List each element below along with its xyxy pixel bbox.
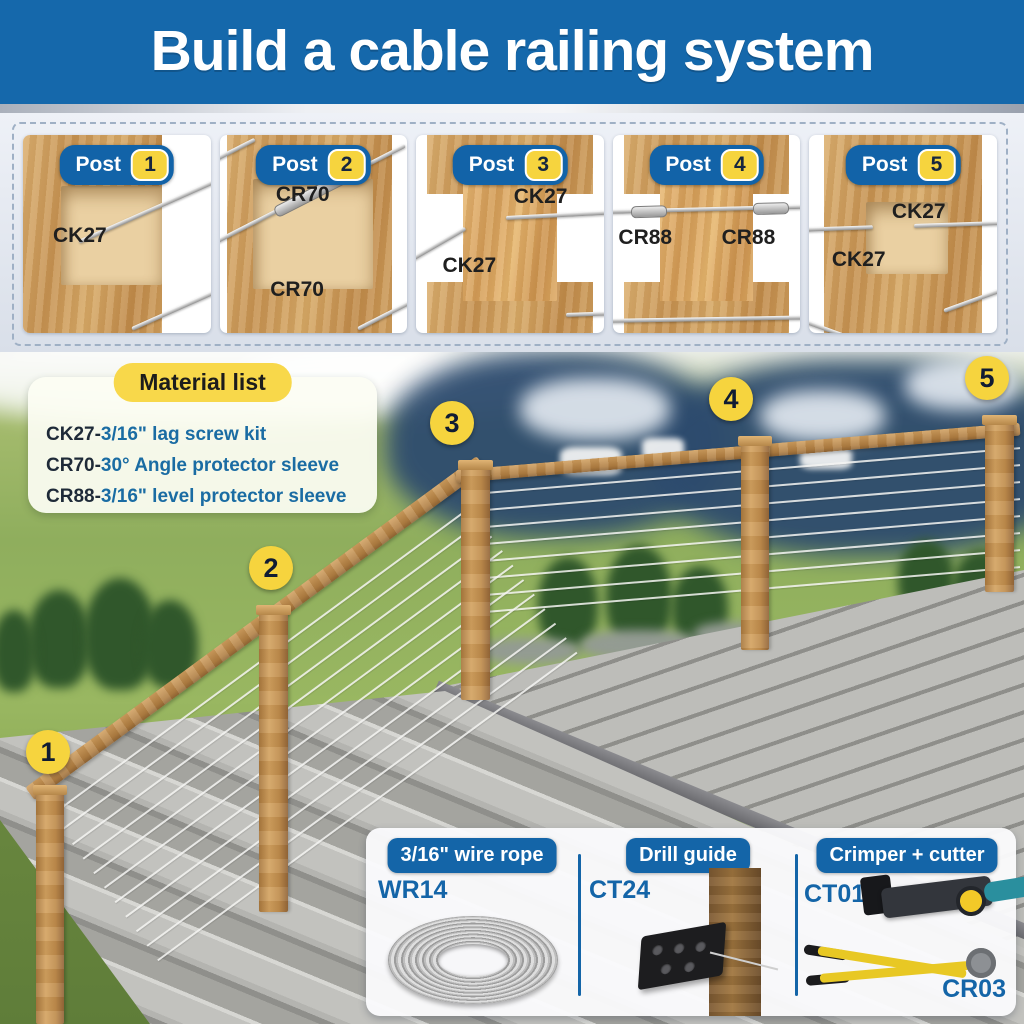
wood-post-middle: [463, 166, 557, 302]
post-badge-4: Post 4: [649, 145, 764, 185]
wood-notch: [60, 186, 162, 286]
tree: [0, 610, 36, 692]
wood-post-middle: [659, 166, 754, 302]
post-badge-1: Post 1: [59, 145, 175, 185]
part-code-label: CK27: [891, 200, 946, 224]
railing-post-1: [33, 785, 67, 1024]
post-badge-2: Post 2: [256, 145, 371, 185]
tree: [28, 590, 90, 688]
product-panel: 3/16" wire rope WR14 Drill guide CT24: [366, 828, 1024, 1016]
post-badge-label: Post: [468, 153, 515, 176]
part-code-label: CK27: [53, 224, 107, 248]
post-card-3: Post 3 CK27 CK27: [416, 135, 604, 333]
post-diagrams-section: Post 1 CK27 Post 2 CR70 CR70: [0, 113, 1024, 352]
divider-strip: [0, 104, 1024, 113]
product-header: Drill guide: [626, 838, 750, 873]
guide-hole: [694, 939, 707, 953]
product-drill-guide: Drill guide CT24: [581, 828, 795, 1016]
product-crimper-cutter: Crimper + cutter CT01 CR03: [798, 828, 1024, 1016]
guide-hole: [673, 941, 685, 955]
product-code: WR14: [378, 876, 448, 904]
material-desc: 3/16" level protector sleeve: [100, 486, 347, 507]
material-desc: 30° Angle protector sleeve: [100, 455, 340, 476]
guide-hole: [651, 943, 664, 957]
post-badge-label: Post: [272, 153, 318, 176]
product-header: Crimper + cutter: [816, 838, 998, 873]
material-code: CR88-: [46, 486, 101, 507]
panel-divider: [795, 854, 798, 996]
post-badge-5: Post 5: [845, 145, 961, 185]
part-code-label: CR88: [618, 226, 673, 250]
step-number-badge-1: 1: [26, 730, 70, 774]
deck-photo-scene: 1 2 3 4 5 Material list CK27-3/16" lag s…: [0, 352, 1024, 1024]
material-list-item: CR88-3/16" level protector sleeve: [46, 481, 369, 512]
post-badge-number: 5: [917, 149, 956, 181]
post-cap: [458, 460, 493, 470]
product-code: CR03: [942, 975, 1006, 1003]
part-code-label: CK27: [513, 184, 568, 208]
railing-post-4: [738, 436, 772, 650]
material-list-item: CK27-3/16" lag screw kit: [46, 419, 369, 450]
post-card-2: Post 2 CR70 CR70: [219, 135, 408, 333]
post-badge-label: Post: [665, 153, 711, 176]
part-code-label: CK27: [831, 247, 886, 271]
cable-rod: [566, 311, 604, 318]
step-number-badge-4: 4: [709, 377, 753, 421]
material-list-title: Material list: [113, 363, 292, 402]
product-header: 3/16" wire rope: [387, 838, 557, 873]
part-code-label: CK27: [442, 253, 497, 277]
post-card-4: Post 4 CR88 CR88: [612, 135, 801, 333]
post-badge-label: Post: [861, 153, 908, 176]
material-desc: 3/16" lag screw kit: [100, 424, 267, 445]
post-badge-number: 3: [524, 149, 563, 181]
wire-rope-coil-image: [388, 916, 558, 1004]
part-code-label: CR88: [721, 226, 776, 250]
post-badge-number: 1: [131, 149, 170, 181]
protector-sleeve: [630, 205, 667, 219]
post-card-1: Post 1 CK27: [23, 135, 211, 333]
material-list-item: CR70-30° Angle protector sleeve: [46, 450, 369, 481]
material-list-rows: CK27-3/16" lag screw kit CR70-30° Angle …: [46, 419, 369, 512]
post-cap: [738, 436, 772, 446]
step-number-badge-2: 2: [249, 546, 293, 590]
post-badge-label: Post: [75, 153, 122, 176]
post-cap: [982, 415, 1017, 425]
guide-hole: [683, 959, 696, 973]
part-code-label: CR70: [270, 277, 324, 301]
panel-divider: [578, 854, 581, 996]
post-badge-number: 2: [327, 149, 366, 181]
post-badge-3: Post 3: [452, 145, 568, 185]
snow-patch: [760, 390, 885, 442]
coil-center-hole: [438, 944, 508, 976]
railing-post-2: [256, 605, 291, 912]
part-code-label: CR70: [275, 182, 330, 206]
railing-post-5: [982, 415, 1017, 592]
step-number-badge-5: 5: [965, 356, 1009, 400]
post-badge-number: 4: [720, 149, 759, 181]
guide-hole: [660, 961, 672, 976]
post-cap: [256, 605, 291, 615]
railing-post-3: [458, 460, 493, 700]
cutter-head: [966, 948, 996, 978]
snow-patch: [520, 378, 670, 440]
material-code: CK27-: [46, 424, 101, 445]
banner: Build a cable railing system: [0, 0, 1024, 104]
post-card-5: Post 5 CK27 CK27: [809, 135, 997, 333]
wood-notch: [865, 202, 949, 274]
step-number-badge-3: 3: [430, 401, 474, 445]
protector-sleeve: [752, 202, 789, 216]
dashed-border-box: Post 1 CK27 Post 2 CR70 CR70: [12, 122, 1008, 346]
material-list-card: Material list CK27-3/16" lag screw kit C…: [28, 363, 377, 513]
product-wire-rope: 3/16" wire rope WR14: [366, 828, 578, 1016]
product-code: CT24: [589, 876, 651, 904]
material-code: CR70-: [46, 455, 101, 476]
product-code: CT01: [804, 880, 866, 908]
post-cap: [33, 785, 67, 795]
page-title: Build a cable railing system: [150, 19, 875, 83]
